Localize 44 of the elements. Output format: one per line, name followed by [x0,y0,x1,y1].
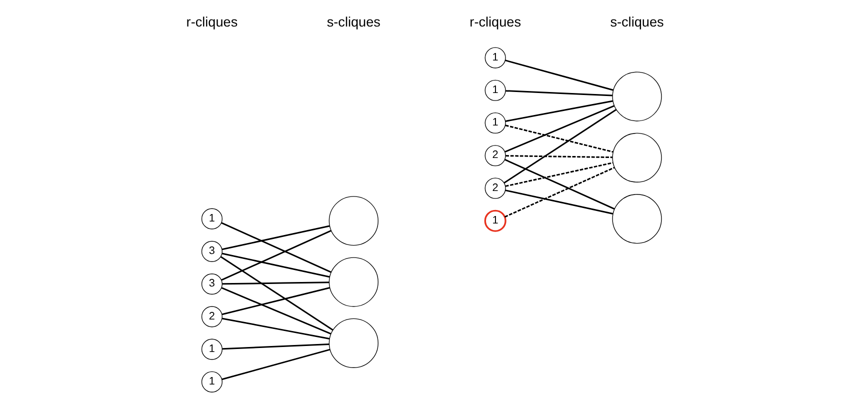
node-circle [328,257,378,307]
connector [222,282,330,285]
connector [222,318,330,340]
connector [505,124,614,153]
node-circle: 3 [201,240,222,262]
node-circle [328,318,378,368]
connector [504,105,615,153]
connector [505,190,613,214]
node-circle: 1 [484,47,506,68]
node-circle [612,194,662,244]
connector [505,162,613,187]
label: r-cliques [470,14,521,30]
node-circle: 1 [201,338,222,360]
label: s-cliques [610,14,664,30]
connector [504,109,617,184]
node-circle [328,196,378,246]
node-circle [612,72,662,122]
connector [505,100,613,122]
connector [506,90,612,96]
connector [222,225,330,250]
node-circle: 2 [484,178,506,199]
connector [506,155,612,158]
connector [222,252,330,278]
node-circle: 1 [201,371,222,392]
node-circle: 2 [201,306,222,328]
node-circle: 1 [484,210,506,232]
connector [222,343,330,350]
connector [505,60,614,91]
connector [222,348,330,380]
connector [504,158,615,210]
node-circle: 1 [484,80,506,101]
connector [221,287,332,335]
node-circle: 1 [484,112,506,134]
label: s-cliques [326,14,380,30]
node-circle: 2 [484,145,506,166]
connector [220,256,334,331]
connector [222,287,330,316]
connector [221,230,332,281]
connector [221,222,332,273]
label: r-cliques [186,14,238,30]
node-circle: 3 [201,274,222,295]
connector [504,166,615,218]
node-circle: 1 [201,208,222,230]
node-circle [612,132,662,182]
